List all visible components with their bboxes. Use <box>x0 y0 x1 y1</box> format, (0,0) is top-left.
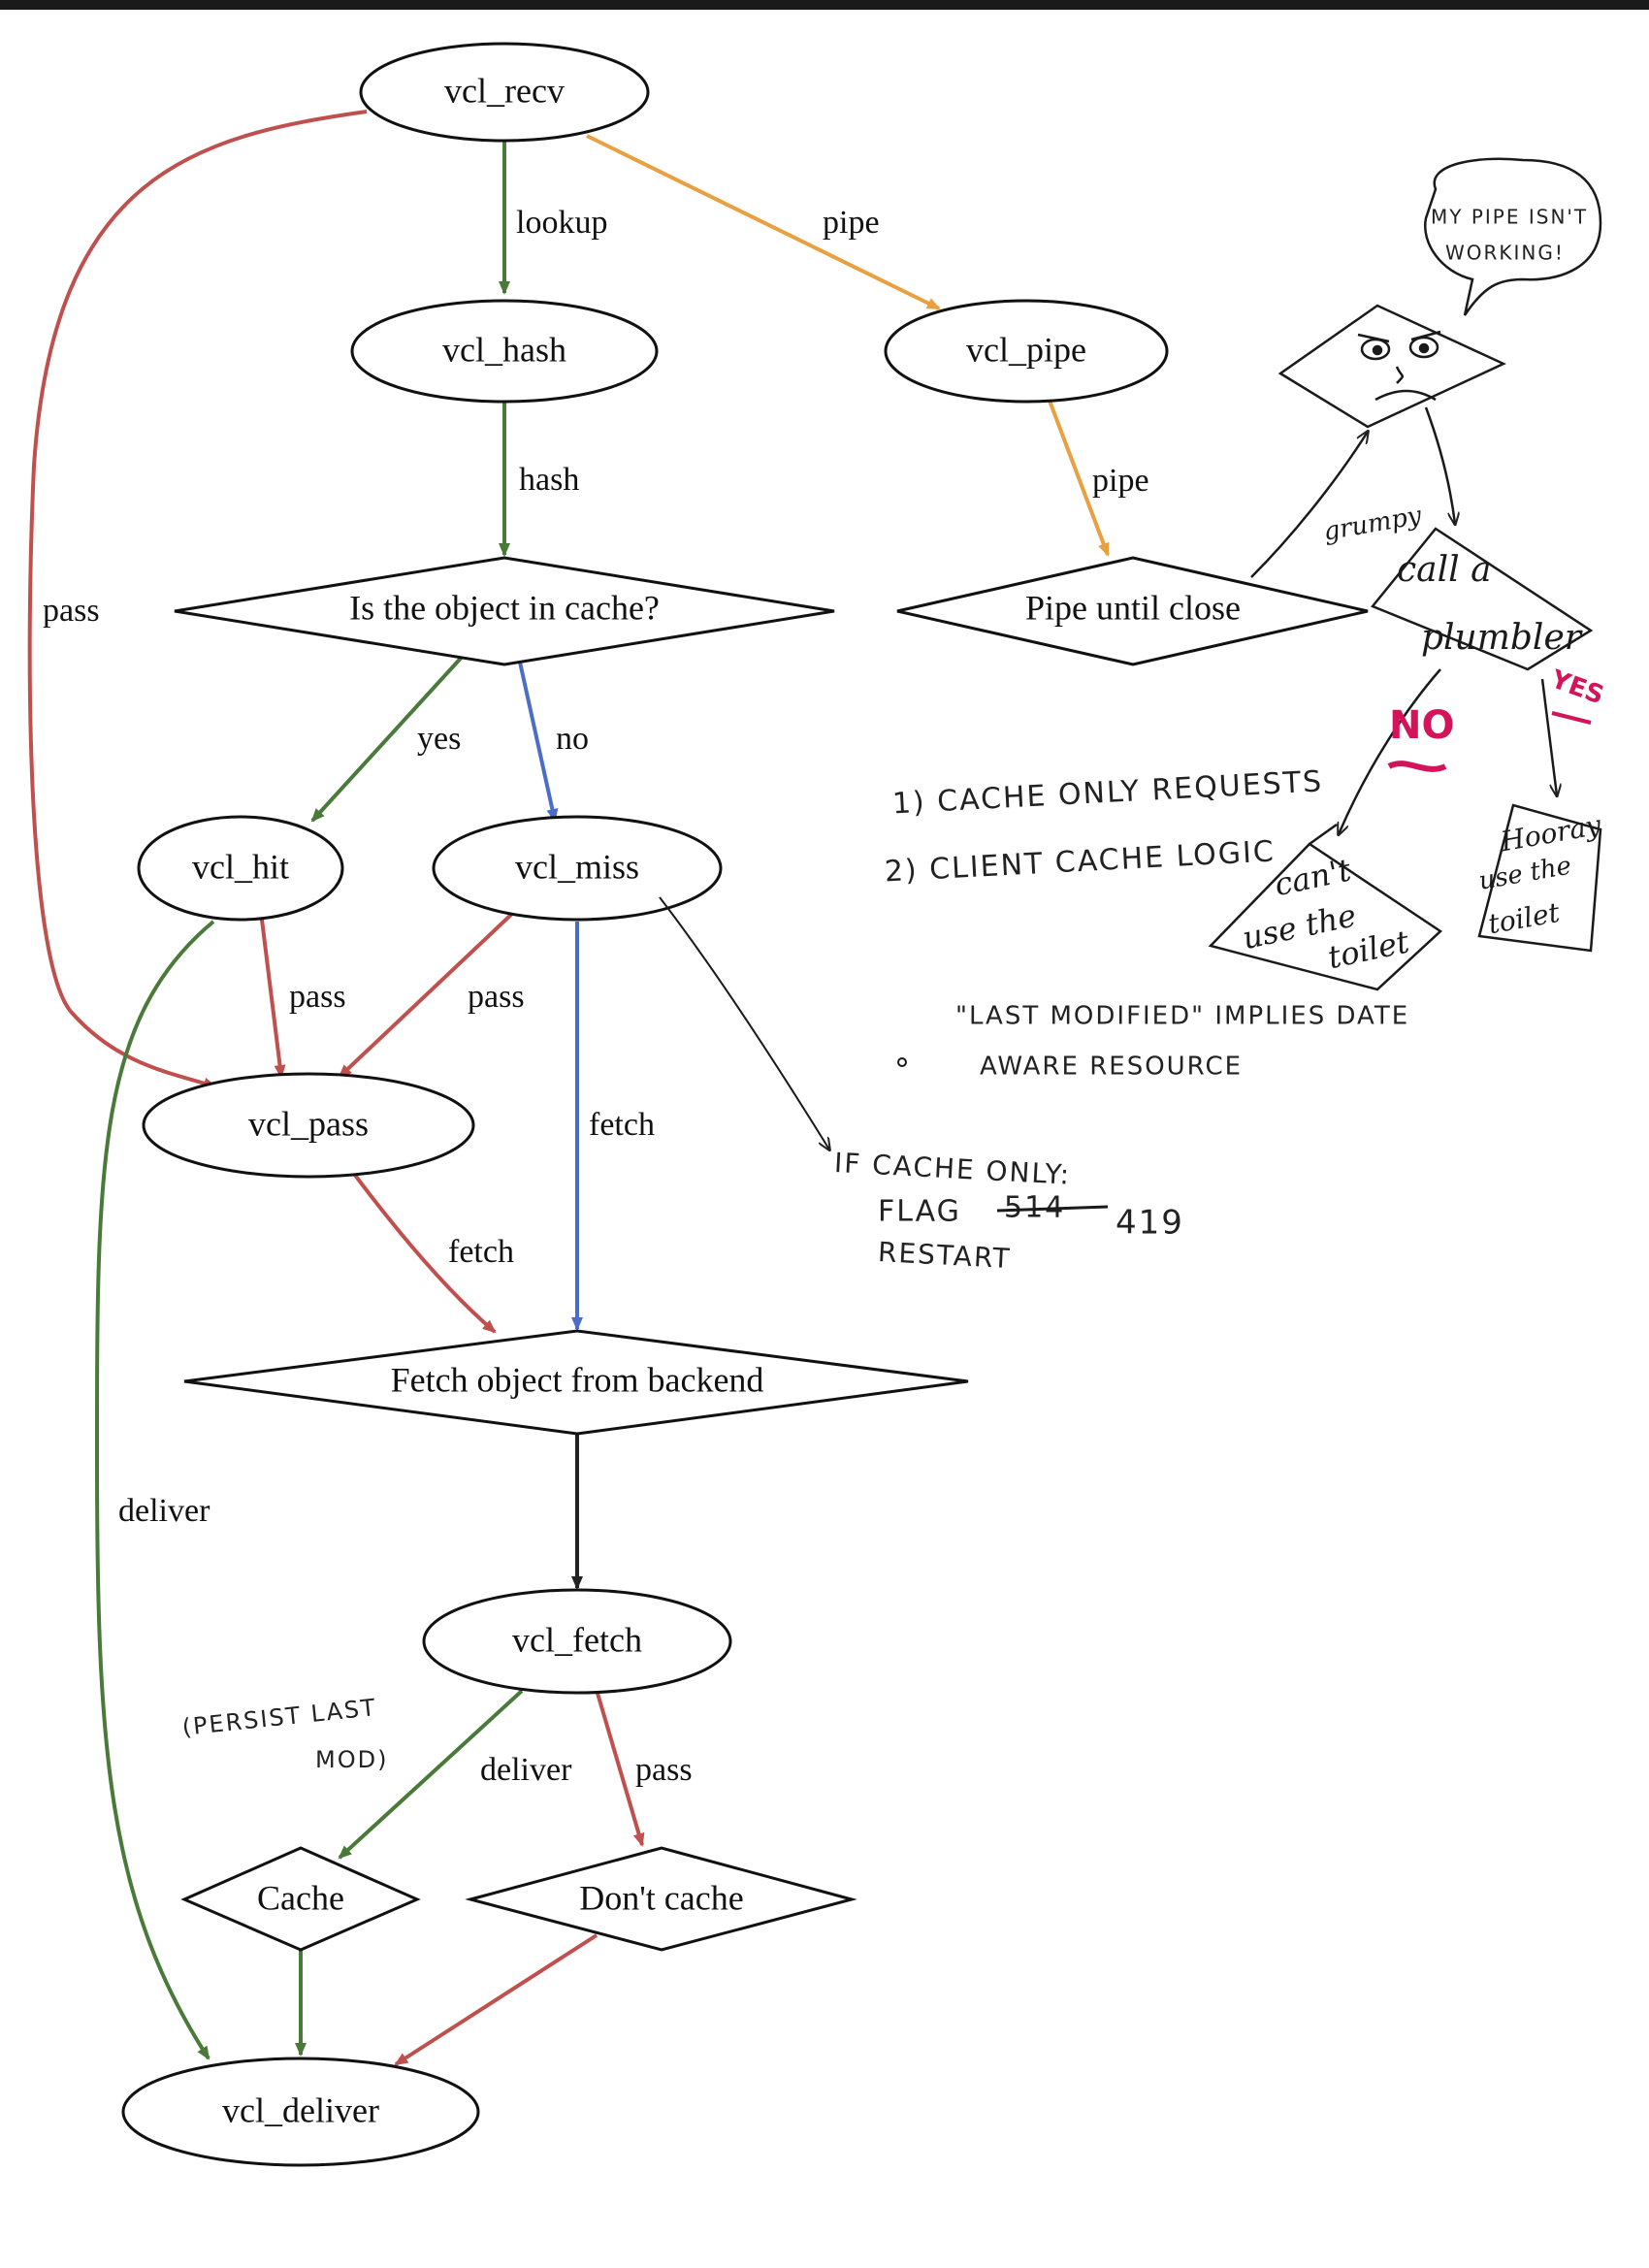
node-dont-cache <box>465 1846 857 1952</box>
edge-label-deliver-fetch: deliver <box>480 1752 572 1788</box>
no-strike <box>1387 761 1447 772</box>
node-vcl-pass <box>142 1072 475 1179</box>
edge-no <box>517 657 559 823</box>
hooray-text-3: toilet <box>1486 896 1563 940</box>
label-fetch-backend: Fetch object from backend <box>391 1360 764 1399</box>
label-vcl-pass: vcl_pass <box>248 1104 369 1143</box>
if-flag-419: 419 <box>1116 1204 1184 1243</box>
edge-label-pass-left: pass <box>43 593 100 629</box>
call-text-2: plumbler <box>1421 618 1583 658</box>
grumpy-label: grumpy <box>1321 502 1424 547</box>
grumpy-face-icon <box>1357 330 1441 402</box>
edge-label-pass-hit: pass <box>289 979 346 1015</box>
arrow-grumpy-to-call <box>1424 406 1455 524</box>
edge-label-fetch-pass: fetch <box>448 1234 514 1270</box>
edge-pipe-recv <box>586 134 941 310</box>
edge-pass-miss <box>338 910 516 1079</box>
label-vcl-deliver: vcl_deliver <box>222 2090 379 2129</box>
edge-yes <box>310 651 468 823</box>
hooray-text-2: use the <box>1476 852 1573 896</box>
edge-pass-hit <box>260 919 286 1079</box>
handwritten-notes: MY PIPE ISN'T WORKING! grumpy call a plu… <box>180 157 1607 1773</box>
cant-box <box>1208 842 1443 991</box>
edge-pipe-close <box>1048 400 1110 557</box>
node-cache <box>180 1846 421 1952</box>
yes-label: YES <box>1546 664 1607 710</box>
call-text-1: call a <box>1397 550 1492 590</box>
call-plumber-box <box>1370 527 1594 671</box>
persist-line1: (PERSIST LAST <box>180 1694 378 1741</box>
node-vcl-fetch <box>422 1588 732 1695</box>
arrow-pipe-to-grumpy <box>1250 432 1368 578</box>
edge-label-hash: hash <box>519 462 579 498</box>
note-aware-resource: AWARE RESOURCE <box>980 1053 1243 1082</box>
strike-514 <box>996 1205 1109 1213</box>
edge-label-pipe2: pipe <box>1092 463 1149 499</box>
edge-label-pass-fetch: pass <box>635 1752 693 1788</box>
label-vcl-pipe: vcl_pipe <box>966 330 1086 369</box>
label-vcl-miss: vcl_miss <box>515 847 639 886</box>
node-vcl-deliver <box>121 2057 480 2167</box>
label-dont-cache: Don't cache <box>579 1878 743 1917</box>
edge-label-pipe1: pipe <box>823 205 880 241</box>
arrow-to-hooray <box>1540 678 1557 795</box>
edge-label-no: no <box>556 721 589 757</box>
node-fetch-backend <box>183 1329 969 1436</box>
arrow-to-cant <box>1339 668 1441 834</box>
node-vcl-pipe <box>884 299 1169 404</box>
label-vcl-fetch: vcl_fetch <box>512 1620 642 1659</box>
edge-dontcache-deliver <box>394 1933 598 2066</box>
node-in-cache <box>174 556 835 666</box>
node-vcl-hit <box>137 815 344 922</box>
yes-strike <box>1551 711 1592 725</box>
no-label: NO <box>1389 703 1454 748</box>
persist-line2: MOD) <box>315 1746 388 1773</box>
arrow-miss-to-if <box>659 896 829 1150</box>
if-restart: RESTART <box>877 1236 1012 1275</box>
edge-deliver-left <box>94 920 215 2060</box>
label-in-cache: Is the object in cache? <box>349 588 660 627</box>
node-vcl-miss <box>432 815 723 922</box>
note-arrow <box>1309 823 1338 846</box>
node-vcl-recv <box>359 42 650 143</box>
edge-label-lookup: lookup <box>516 205 607 241</box>
note-last-modified: "LAST MODIFIED" IMPLIES DATE <box>955 1002 1409 1031</box>
label-vcl-hit: vcl_hit <box>192 847 289 886</box>
edge-fetch-pass <box>352 1172 497 1334</box>
if-cache-only: IF CACHE ONLY: <box>833 1147 1072 1191</box>
grumpy-face-diamond <box>1277 304 1506 429</box>
edge-deliver-fetch <box>338 1689 524 1860</box>
edge-pass-fetch <box>595 1689 645 1847</box>
if-flag: FLAG <box>878 1195 961 1229</box>
note-cache-only: 1) CACHE ONLY REQUESTS <box>891 764 1324 821</box>
speech-text-2: WORKING! <box>1445 242 1565 265</box>
note-bullet <box>897 1057 907 1067</box>
speech-text-1: MY PIPE ISN'T <box>1431 206 1588 229</box>
label-pipe-until-close: Pipe until close <box>1025 588 1241 627</box>
scan-top-edge <box>0 0 1649 10</box>
label-vcl-hash: vcl_hash <box>442 330 566 369</box>
edge-label-fetch-miss: fetch <box>589 1107 655 1143</box>
edge-pass-left <box>27 110 368 1089</box>
node-vcl-hash <box>350 299 659 404</box>
cant-text-1: can't <box>1272 851 1355 903</box>
edge-label-deliver-left: deliver <box>118 1493 210 1529</box>
edge-label-pass-miss: pass <box>468 979 525 1015</box>
node-pipe-until-close <box>896 556 1369 666</box>
note-client-logic: 2) CLIENT CACHE LOGIC <box>884 834 1277 889</box>
hooray-box <box>1477 803 1602 953</box>
edge-label-yes: yes <box>417 721 461 757</box>
label-cache: Cache <box>257 1878 344 1917</box>
speech-bubble <box>1423 157 1602 316</box>
label-vcl-recv: vcl_recv <box>444 71 565 110</box>
